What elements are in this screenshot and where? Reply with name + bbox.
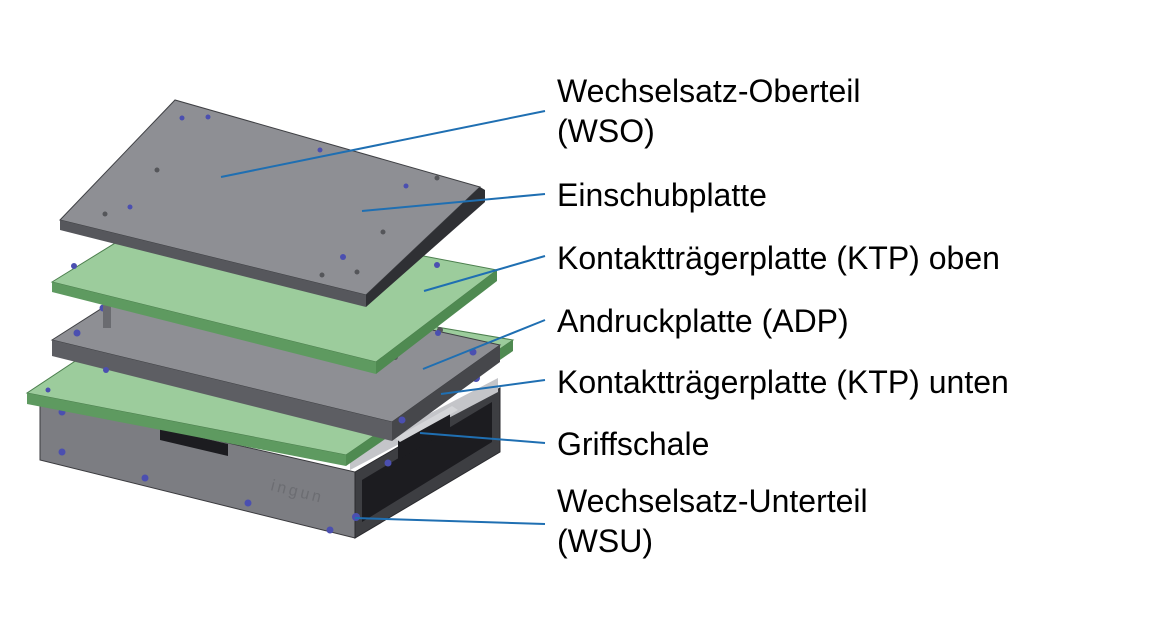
leader-lines [220,110,546,525]
callout-wso-sub: (WSO) [557,113,655,149]
callout-wsu-label: Wechselsatz-Unterteil [557,483,868,519]
callout-ktp-unten: Kontaktträgerplatte (KTP) unten [557,362,1009,402]
leader-line-adp [422,319,546,370]
callout-ktp-oben: Kontaktträgerplatte (KTP) oben [557,238,1000,278]
callout-ktp-oben-label: Kontaktträgerplatte (KTP) oben [557,240,1000,276]
callout-wso: Wechselsatz-Oberteil (WSO) [557,71,861,151]
callout-ktp-unten-label: Kontaktträgerplatte (KTP) unten [557,364,1009,400]
callout-griffschale-label: Griffschale [557,426,710,462]
callout-adp-label: Andruckplatte (ADP) [557,303,849,339]
leader-line-wso [220,110,546,178]
leader-line-griffschale [419,432,546,444]
leader-line-ktp-oben [423,255,546,292]
griffschale-handle [160,406,458,460]
wso-plate [59,99,485,307]
callout-einschubplatte: Einschubplatte [557,175,767,215]
callout-wsu-sub: (WSU) [557,523,653,559]
leader-line-einschubplatte [361,193,546,212]
callout-wso-label: Wechselsatz-Oberteil [557,73,861,109]
callout-einschubplatte-label: Einschubplatte [557,177,767,213]
leader-line-wsu [354,517,546,525]
callout-adp: Andruckplatte (ADP) [557,301,849,341]
callout-griffschale: Griffschale [557,424,709,464]
callout-wsu: Wechselsatz-Unterteil (WSU) [557,481,868,561]
leader-line-ktp-unten [440,379,546,395]
